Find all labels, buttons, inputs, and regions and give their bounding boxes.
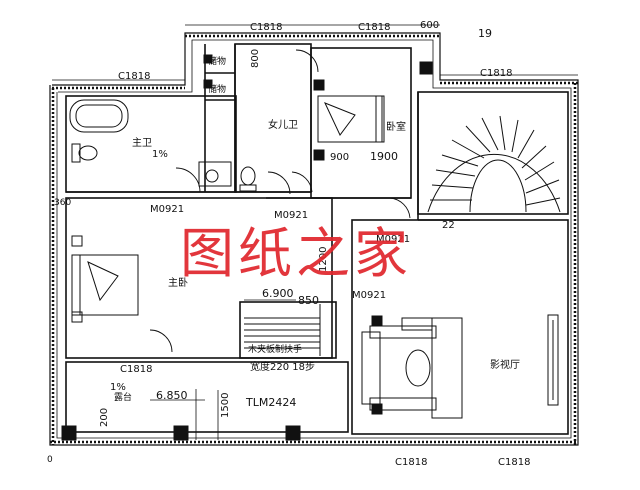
room-closet-1: 储物 [208, 55, 226, 67]
dim-zero: 0 [47, 455, 53, 465]
window-label-top-left: C1818 [118, 71, 150, 82]
room-terrace: 露台 [114, 391, 132, 403]
girls-bath-wall [234, 43, 312, 193]
toilet [71, 143, 98, 163]
straight-stair [244, 304, 321, 356]
columns [61, 54, 433, 441]
stair-wall [239, 301, 337, 359]
elevation-floor: 6.900 [262, 287, 294, 300]
bedroom-bed [317, 95, 385, 143]
window-label-top-right: C1818 [480, 68, 512, 79]
master-bedroom-wall [65, 197, 333, 359]
stair-note: 木夹板制扶手 [248, 343, 302, 355]
dim-360: 360 [54, 198, 71, 208]
door-label-bedroom: M0921 [376, 234, 410, 245]
dim-900: 900 [330, 152, 349, 163]
window-label-bottom-2: C1818 [498, 457, 530, 468]
elevation-terrace: 6.850 [156, 389, 188, 402]
room-girls-bath: 女儿卫 [268, 118, 298, 131]
door-label-stair-hall: M0921 [352, 290, 386, 301]
dim-22: 22 [442, 220, 455, 231]
watermark: 图纸之家 [180, 222, 412, 285]
interior-walls [65, 43, 569, 435]
room-master-bedroom: 主卧 [168, 276, 188, 289]
stair-spec: 宽度220 18步 [250, 360, 315, 373]
window-label-top-mid-1: C1818 [250, 22, 282, 33]
media-sofa [361, 317, 463, 419]
dim-1900: 1900 [370, 150, 398, 163]
window-label-bottom-1: C1818 [395, 457, 427, 468]
spiral-staircase [427, 115, 561, 213]
page-number: 19 [478, 27, 492, 40]
dim-800: 800 [250, 49, 261, 68]
terrace-wall [65, 361, 349, 433]
slope-bath: 1% [152, 149, 168, 160]
railing-code: TLM2424 [245, 396, 296, 409]
dim-1500: 1500 [220, 393, 231, 418]
dim-1200: 1200 [318, 247, 329, 272]
dim-600: 600 [420, 20, 439, 31]
room-closet-2: 储物 [208, 83, 226, 95]
spiral-stair-wall [417, 91, 569, 215]
master-bed [71, 235, 139, 323]
room-media: 影视厅 [490, 358, 520, 371]
door-label-master-bath: M0921 [150, 204, 184, 215]
outer-wall-outline [49, 32, 579, 446]
slope-terrace: 1% [110, 382, 126, 393]
labels: 19 C1818 C1818 C1818 600 C1818 储物 储物 800… [47, 20, 530, 468]
outer-walls [49, 32, 579, 446]
window-label-top-mid-2: C1818 [358, 22, 390, 33]
inner-wall-outline [56, 39, 572, 439]
bathtub [69, 99, 129, 133]
room-bedroom: 卧室 [386, 120, 406, 133]
tv-cabinet [547, 314, 559, 406]
window-label-terrace: C1818 [120, 364, 152, 375]
sink [198, 161, 232, 187]
wall-hatch [50, 34, 578, 445]
toilet [239, 166, 257, 192]
door-label-girls-bath: M0921 [274, 210, 308, 221]
dim-200: 200 [99, 408, 110, 427]
dim-850: 850 [298, 294, 319, 307]
room-master-bath: 主卫 [132, 137, 152, 149]
door-swings [149, 49, 411, 353]
dimension-lines [52, 24, 578, 440]
